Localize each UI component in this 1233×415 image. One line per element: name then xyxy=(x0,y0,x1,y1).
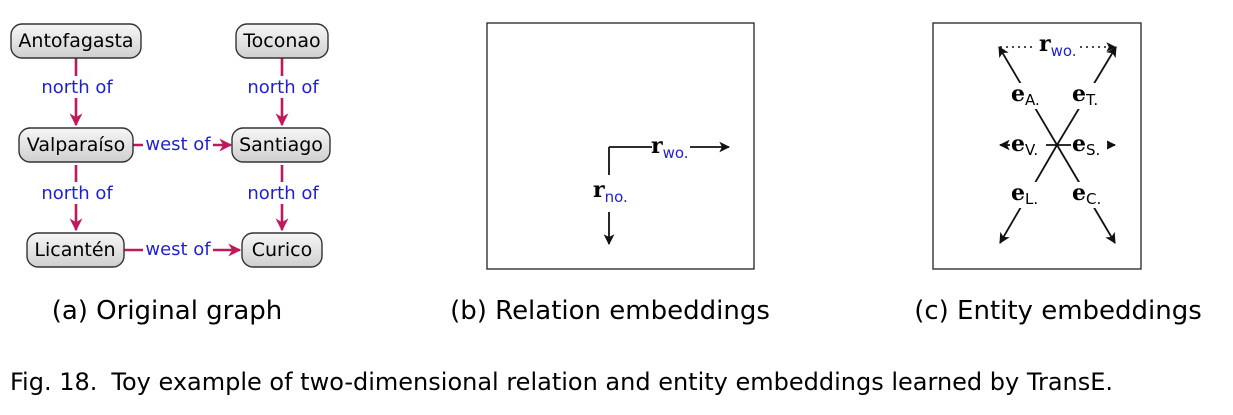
node-label: Toconao xyxy=(242,30,320,52)
edge-antofagasta-valparaiso: north of xyxy=(36,58,118,127)
vector-r-no: rno. xyxy=(593,147,628,246)
figure-caption-text: Toy example of two-dimensional relation … xyxy=(110,368,1113,396)
entity-embeddings-panel: rwo. eA. eT. eV. xyxy=(932,22,1142,270)
node-label: Valparaíso xyxy=(27,134,125,156)
edge-licanten-curico: west of xyxy=(124,238,242,260)
edge-label: north of xyxy=(41,183,113,204)
entity-vector-e-c: eC. xyxy=(1056,144,1116,244)
node-licanten: Licantén xyxy=(26,232,125,268)
entity-vector-r-wo: rwo. xyxy=(1000,31,1116,60)
entity-vector-e-s-label: eS. xyxy=(1072,131,1100,159)
edge-toconao-santiago: north of xyxy=(242,58,324,127)
entity-vector-e-s: eS. xyxy=(1057,131,1117,159)
entity-vector-e-v: eV. xyxy=(998,131,1057,159)
figure-caption: Fig. 18. Toy example of two-dimensional r… xyxy=(10,368,1113,396)
entity-vector-e-v-label: eV. xyxy=(1011,131,1038,159)
entity-vector-e-l: eL. xyxy=(999,144,1058,244)
edge-label: north of xyxy=(247,183,319,204)
subcaption-b: (b) Relation embeddings xyxy=(450,296,770,326)
entity-vector-e-c-label: eC. xyxy=(1072,180,1101,208)
edge-valparaiso-santiago: west of xyxy=(133,133,233,155)
relation-panel-frame xyxy=(486,22,755,270)
edge-label: north of xyxy=(247,77,319,98)
edge-valparaiso-licanten: north of xyxy=(36,165,118,232)
node-santiago: Santiago xyxy=(231,127,331,163)
vector-r-no-label: rno. xyxy=(593,177,628,206)
node-valparaiso: Valparaíso xyxy=(18,127,134,163)
entity-panel-frame xyxy=(932,22,1142,270)
node-label: Licantén xyxy=(34,239,115,261)
subcaption-c: (c) Entity embeddings xyxy=(914,296,1202,326)
node-label: Santiago xyxy=(239,134,323,156)
node-toconao: Toconao xyxy=(235,23,329,59)
vector-r-wo-label: rwo. xyxy=(651,133,689,162)
entity-vector-e-t: eT. xyxy=(1056,46,1117,146)
edge-label: north of xyxy=(41,77,113,98)
node-label: Antofagasta xyxy=(18,30,133,52)
edge-label: west of xyxy=(145,134,211,155)
entity-vector-e-t-label: eT. xyxy=(1072,81,1098,109)
node-curico: Curico xyxy=(241,232,323,268)
figure-caption-label: Fig. 18. xyxy=(10,368,97,396)
entity-vector-e-a: eA. xyxy=(998,46,1058,146)
entity-vector-e-a-label: eA. xyxy=(1011,81,1040,109)
node-antofagasta: Antofagasta xyxy=(10,23,142,59)
entity-vector-r-wo-label: rwo. xyxy=(1039,31,1077,60)
node-label: Curico xyxy=(252,239,312,261)
edge-santiago-curico: north of xyxy=(242,165,324,232)
vector-r-wo: rwo. xyxy=(609,133,731,162)
original-graph-panel: north of north of west of north of north… xyxy=(10,23,331,268)
entity-vector-e-l-label: eL. xyxy=(1011,180,1038,208)
subcaption-a: (a) Original graph xyxy=(52,296,283,326)
edge-label: west of xyxy=(145,239,211,260)
relation-embeddings-panel: rwo. rno. xyxy=(486,22,755,270)
